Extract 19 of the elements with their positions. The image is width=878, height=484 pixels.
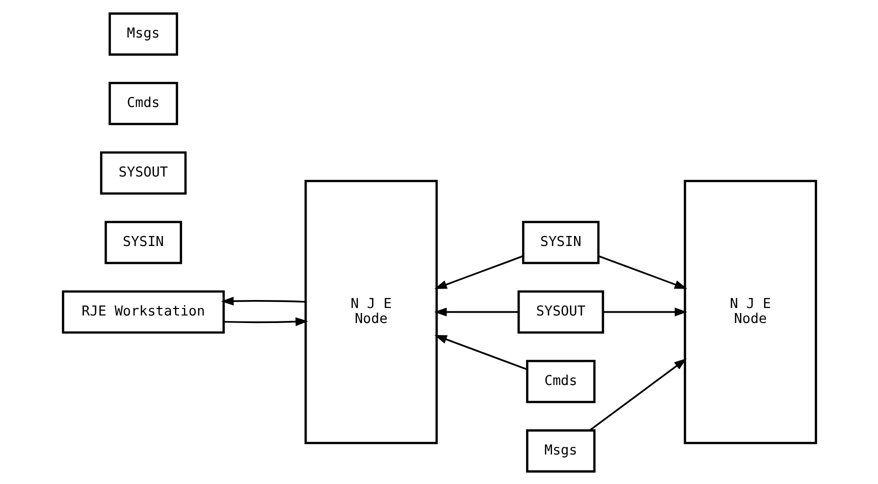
arrow [223,316,308,326]
node-box: Cmds [108,81,178,125]
arrow [220,296,306,305]
arrow [434,307,518,316]
node-box: Msgs [526,428,596,472]
node-box: SYSOUT [517,290,604,334]
node-box: N J E Node [304,179,438,444]
node-box: Msgs [108,12,178,56]
arrow [598,254,687,288]
arrow [602,307,687,316]
arrow [588,358,686,431]
node-box: SYSIN [522,220,600,264]
node-box: Cmds [526,359,596,403]
node-box: N J E Node [683,179,817,444]
arrow [434,254,523,288]
node-box: RJE Workstation [61,290,224,334]
node-box: SYSOUT [100,150,186,194]
arrow [434,334,527,370]
node-box: SYSIN [104,220,182,264]
